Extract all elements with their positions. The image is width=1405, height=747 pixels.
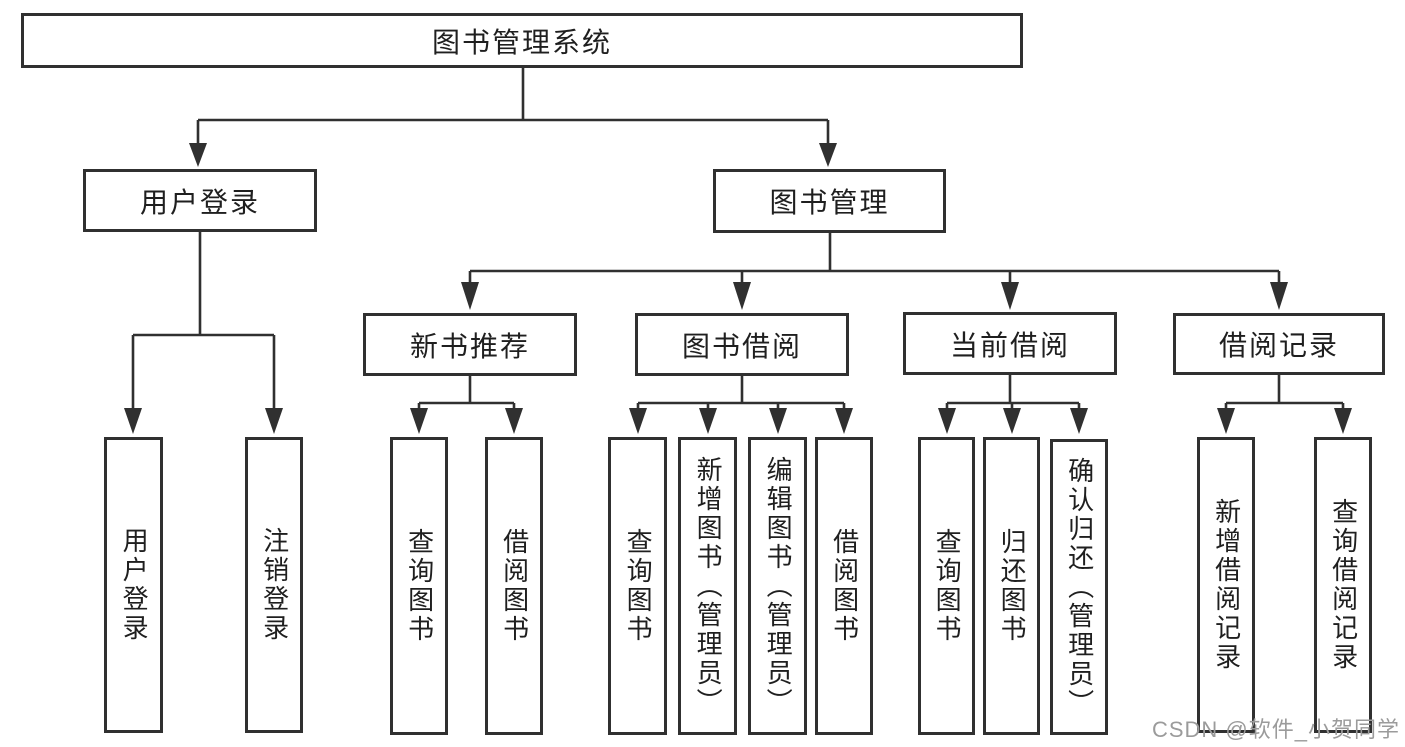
- leaf-return-books: 归还图书: [983, 437, 1040, 735]
- leaf-query-books-borrow: 查询图书: [608, 437, 667, 735]
- leaf-borrow-books: 借阅图书: [815, 437, 873, 735]
- node-book-borrow: 图书借阅: [635, 313, 849, 376]
- leaf-query-borrow-record: 查询借阅记录: [1314, 437, 1372, 733]
- csdn-watermark: CSDN @软件_小贺同学: [1151, 717, 1400, 742]
- leaf-query-books-current: 查询图书: [918, 437, 975, 735]
- node-current-borrow: 当前借阅: [903, 312, 1117, 375]
- leaf-add-borrow-record: 新增借阅记录: [1197, 437, 1255, 733]
- node-new-book-recommend: 新书推荐: [363, 313, 577, 376]
- node-borrow-records: 借阅记录: [1173, 313, 1385, 375]
- node-user-login: 用户登录: [83, 169, 317, 232]
- leaf-logout: 注销登录: [245, 437, 303, 733]
- node-library-management-system: 图书管理系统: [21, 13, 1023, 68]
- node-book-management: 图书管理: [713, 169, 946, 233]
- leaf-user-login: 用户登录: [104, 437, 163, 733]
- leaf-edit-books-admin: 编辑图书（管理员）: [748, 437, 807, 735]
- leaf-borrow-books-recommend: 借阅图书: [485, 437, 543, 735]
- leaf-add-books-admin: 新增图书（管理员）: [678, 437, 737, 735]
- leaf-confirm-return-admin: 确认归还（管理员）: [1050, 439, 1108, 735]
- leaf-query-books-recommend: 查询图书: [390, 437, 448, 735]
